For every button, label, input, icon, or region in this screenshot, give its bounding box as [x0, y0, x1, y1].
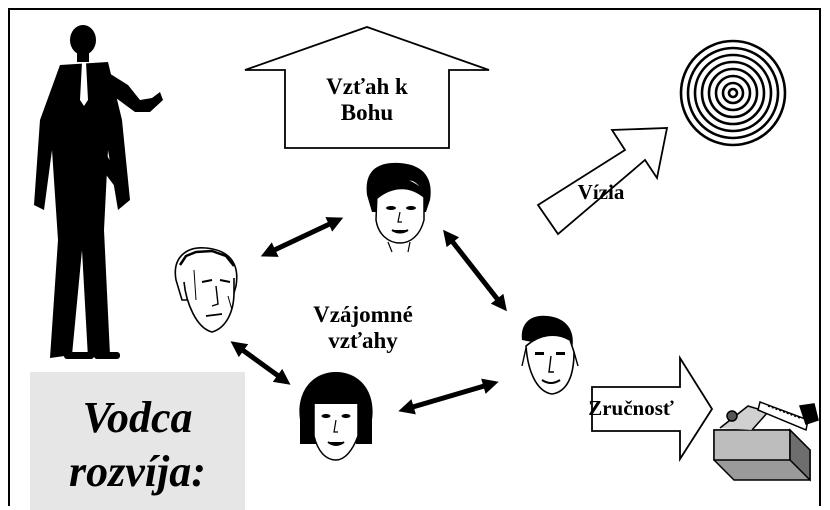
mutual-label-line1: Vzájomné — [313, 302, 413, 327]
skill-arrow — [591, 354, 714, 463]
slide-frame — [8, 8, 821, 506]
vision-arrow — [536, 127, 669, 236]
concentric-target-icon — [679, 39, 787, 147]
young-man-face-icon — [521, 315, 579, 395]
tie — [80, 62, 88, 106]
man-face-icon — [174, 247, 238, 333]
mutual-relationship-arrows — [230, 217, 507, 415]
leader-develops-caption: Vodca rozvíja: — [30, 372, 245, 510]
caption-line2: rozvíja: — [69, 447, 206, 496]
god-label-line1: Vzťah k — [326, 74, 408, 99]
god-label-line2: Bohu — [340, 100, 394, 126]
toolbox-icon — [713, 401, 819, 482]
girl-face-icon — [299, 372, 373, 461]
caption-line1: Vodca — [82, 393, 193, 442]
god-relationship-arrow — [244, 26, 490, 149]
woman-face-icon — [366, 162, 431, 253]
mutual-label-line2: vzťahy — [328, 328, 398, 354]
vision-label: Vízia — [577, 180, 625, 204]
businessman-silhouette-icon — [34, 25, 163, 359]
god-relationship-label: Vzťah k Bohu — [300, 74, 434, 127]
skill-label: Zručnosť — [588, 396, 674, 420]
mutual-relationships-label: Vzájomné vzťahy — [298, 302, 428, 355]
